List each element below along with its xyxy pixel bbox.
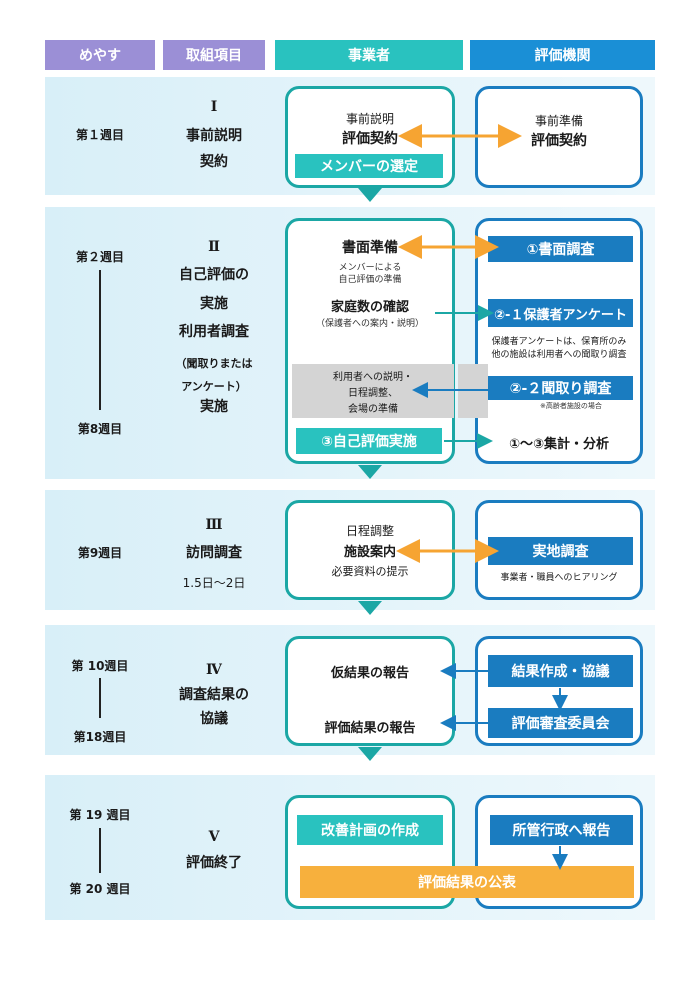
doc-survey-tag: ①書面調査	[488, 236, 633, 262]
phase4-down-arrow	[358, 747, 382, 761]
phase3-item-line2: 1.5日〜2日	[182, 576, 246, 590]
onsite-note: 事業者・職員へのヒアリング	[500, 573, 618, 583]
draft-result-tag: 結果作成・協議	[488, 655, 633, 687]
phase2-provider-box	[285, 218, 455, 464]
phase1-evaluator-line2: 評価契約	[531, 133, 587, 149]
phase3-week: 第9週目	[77, 546, 123, 560]
phase5-week-line	[99, 828, 101, 873]
user-explain-line2: 日程調整、	[348, 388, 398, 399]
phase5-numeral: Ⅴ	[208, 829, 220, 845]
phase2-numeral: Ⅱ	[208, 239, 220, 255]
interview-tag: ②‐２聞取り調査	[488, 376, 633, 400]
phase1-week: 第１週目	[75, 128, 124, 142]
phase2-item-line1: 自己評価の	[179, 267, 249, 283]
phase5-week-end: 第 20 週目	[69, 882, 131, 896]
phase3-down-arrow	[358, 601, 382, 615]
phase5-week-start: 第 19 週目	[69, 808, 131, 822]
phase1-provider-line1: 事前説明	[345, 112, 394, 126]
phase4-week-end: 第18週目	[73, 730, 127, 744]
phase3-provider-line2: 施設案内	[343, 545, 396, 560]
phase1-numeral: Ⅰ	[210, 99, 218, 115]
guardian-survey-tag: ②‐１保護者アンケート	[488, 299, 633, 327]
phase2-item-note1: （聞取りまたは	[175, 357, 253, 370]
header-guide: めやす	[45, 40, 155, 70]
user-explain-line3: 会場の準備	[348, 404, 398, 415]
phase2-item-note2: アンケート）	[181, 380, 247, 393]
phase5-item-line1: 評価終了	[186, 855, 242, 871]
header-evaluator: 評価機関	[470, 40, 655, 70]
phase1-down-arrow	[358, 188, 382, 202]
provisional-report-label: 仮結果の報告	[330, 666, 409, 681]
report-admin-tag: 所管行政へ報告	[490, 815, 633, 845]
aggregate-label: ①〜③集計・分析	[508, 437, 609, 452]
doc-prep-sub2: 自己評価の準備	[338, 275, 402, 285]
phase1-item-line2: 契約	[200, 154, 228, 170]
guardian-note2: 他の施設は利用者への聞取り調査	[491, 350, 627, 360]
household-label: 家庭数の確認	[330, 300, 409, 315]
user-explain-line1: 利用者への説明・	[333, 372, 413, 383]
committee-tag: 評価審査委員会	[488, 708, 633, 738]
doc-prep-sub1: メンバーによる	[338, 263, 402, 273]
doc-prep-label: 書面準備	[342, 240, 398, 256]
phase3-numeral: Ⅲ	[205, 517, 223, 533]
member-selection-tag: メンバーの選定	[295, 154, 443, 178]
interview-note: ※高齢者施設の場合	[540, 402, 602, 410]
phase2-item-line4: 実施	[200, 399, 228, 415]
household-sub: （保護者への案内・説明）	[315, 319, 424, 329]
phase4-item-line2: 協議	[200, 711, 228, 727]
onsite-survey-tag: 実地調査	[488, 537, 633, 565]
phase4-numeral: Ⅳ	[206, 662, 222, 678]
phase3-item-line1: 訪問調査	[186, 545, 242, 561]
phase2-item-line2: 実施	[200, 296, 228, 312]
improvement-tag: 改善計画の作成	[297, 815, 443, 845]
result-report-label: 評価結果の報告	[324, 721, 416, 736]
header-item: 取組項目	[163, 40, 265, 70]
phase4-week-start: 第 10週目	[71, 659, 129, 673]
phase1-evaluator-line1: 事前準備	[534, 114, 583, 128]
phase3-provider-line1: 日程調整	[345, 524, 394, 538]
publish-result-bar: 評価結果の公表	[300, 866, 634, 898]
phase2-down-arrow	[358, 465, 382, 479]
phase2-week-end: 第8週目	[77, 422, 123, 436]
guardian-note1: 保護者アンケートは、保育所のみ	[491, 337, 627, 347]
self-eval-tag: ③自己評価実施	[296, 428, 442, 454]
header-provider: 事業者	[275, 40, 463, 70]
phase1-provider-line2: 評価契約	[342, 131, 398, 147]
phase2-week-line	[99, 270, 101, 410]
phase4-provider-box	[285, 636, 455, 746]
phase4-week-line	[99, 678, 101, 718]
phase1-item-line1: 事前説明	[186, 128, 242, 144]
phase2-item-line3: 利用者調査	[179, 324, 249, 340]
phase4-item-line1: 調査結果の	[179, 687, 249, 703]
phase2-week-start: 第２週目	[75, 250, 124, 264]
phase3-provider-line3: 必要資料の提示	[331, 565, 409, 578]
